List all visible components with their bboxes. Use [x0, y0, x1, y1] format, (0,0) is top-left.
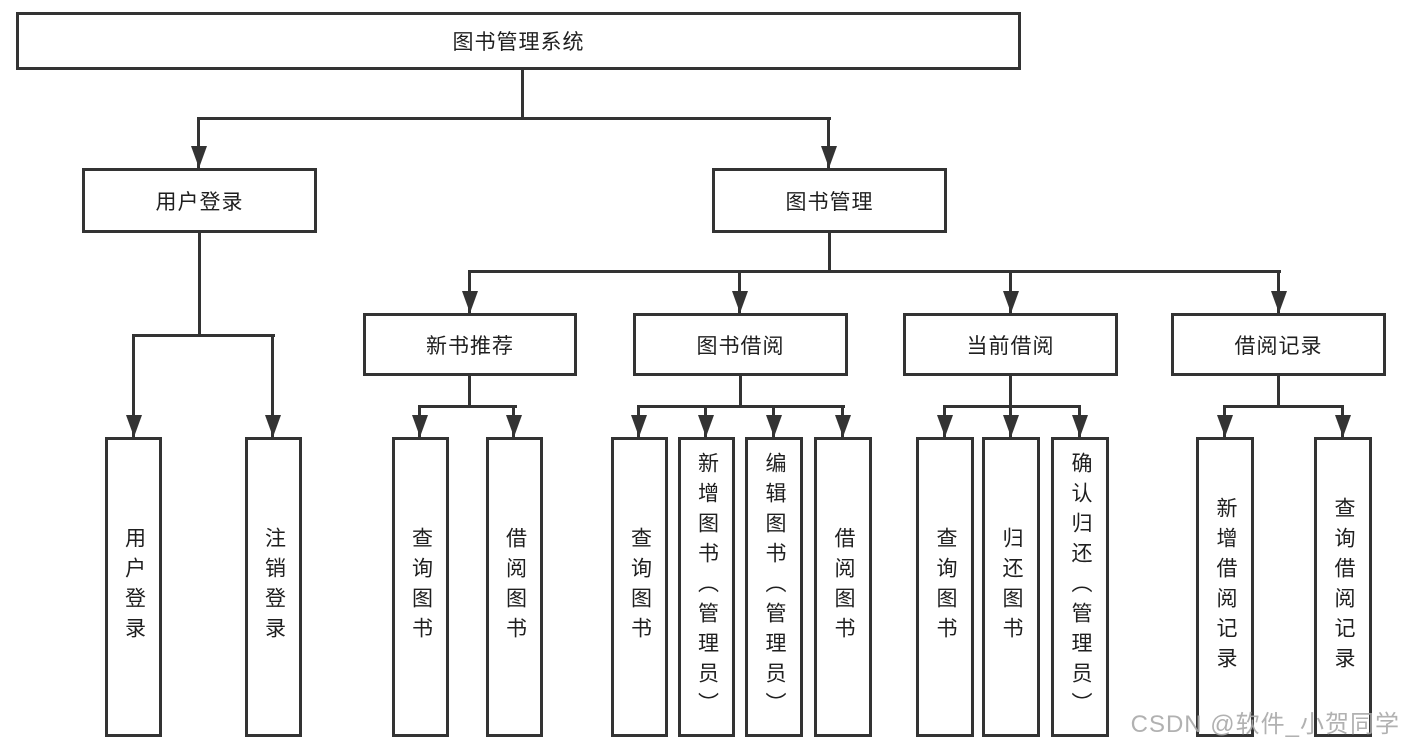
- leaf-label: 确认归还（管理员）: [1069, 452, 1092, 722]
- node-book-borrow: 图书借阅: [633, 313, 848, 376]
- node-label: 图书借阅: [696, 334, 785, 358]
- leaf-label: 编辑图书（管理员）: [763, 452, 786, 722]
- connector-login-left-drop: [132, 336, 135, 437]
- leaf-return-books: 归还图书: [982, 437, 1040, 737]
- arrow-down-icon: [1217, 415, 1233, 437]
- leaf-edit-books-admin: 编辑图书（管理员）: [745, 437, 803, 737]
- csdn-watermark: CSDN @软件_小贺同学: [1130, 711, 1400, 738]
- node-borrow-records: 借阅记录: [1171, 313, 1386, 376]
- arrow-down-icon: [937, 415, 953, 437]
- arrow-down-icon: [631, 415, 647, 437]
- connector-records-stub: [1277, 376, 1280, 407]
- arrow-down-icon: [412, 415, 428, 437]
- connector-login-right-drop: [271, 336, 274, 437]
- node-new-book-recommend: 新书推荐: [363, 313, 577, 376]
- leaf-confirm-return-admin: 确认归还（管理员）: [1051, 437, 1109, 737]
- connector-recommend-stub: [468, 376, 471, 407]
- connector-borrow-hline: [637, 405, 845, 408]
- connector-current-stub: [1009, 376, 1012, 407]
- node-label: 新书推荐: [426, 334, 514, 358]
- arrow-down-icon: [835, 415, 851, 437]
- leaf-query-books-borrow: 查询图书: [611, 437, 668, 737]
- leaf-label: 用户登录: [122, 527, 146, 647]
- connector-mgmt-hline: [468, 270, 1281, 273]
- connector-recommend-hline: [418, 405, 517, 408]
- node-label: 用户登录: [155, 190, 244, 214]
- arrow-down-icon: [1335, 415, 1351, 437]
- connector-borrow-stub: [739, 376, 742, 407]
- node-label: 借阅记录: [1234, 334, 1323, 358]
- node-root-library-system: 图书管理系统: [16, 12, 1021, 70]
- node-user-login: 用户登录: [82, 168, 317, 233]
- arrow-down-icon: [126, 415, 142, 437]
- arrow-down-icon: [1072, 415, 1088, 437]
- leaf-query-books-recommend: 查询图书: [392, 437, 449, 737]
- connector-root-left-drop: [197, 119, 200, 168]
- node-book-management: 图书管理: [712, 168, 947, 233]
- connector-mgmt-stub: [828, 233, 831, 272]
- node-label: 图书管理: [785, 190, 874, 214]
- leaf-label: 查询图书: [628, 527, 652, 647]
- arrow-down-icon: [191, 146, 207, 168]
- connector-login-stub: [198, 233, 201, 336]
- node-label: 图书管理系统: [452, 31, 585, 54]
- leaf-label: 注销登录: [262, 527, 286, 647]
- arrow-down-icon: [698, 415, 714, 437]
- leaf-label: 查询借阅记录: [1332, 497, 1355, 677]
- arrow-down-icon: [821, 146, 837, 168]
- leaf-query-books-current: 查询图书: [916, 437, 974, 737]
- leaf-add-borrow-record: 新增借阅记录: [1196, 437, 1254, 737]
- node-label: 当前借阅: [966, 334, 1055, 358]
- leaf-label: 新增借阅记录: [1214, 497, 1237, 677]
- leaf-borrow-books: 借阅图书: [814, 437, 872, 737]
- connector-records-hline: [1223, 405, 1344, 408]
- connector-login-hline: [132, 334, 275, 337]
- node-current-borrow: 当前借阅: [903, 313, 1118, 376]
- connector-current-hline: [943, 405, 1081, 408]
- arrow-down-icon: [506, 415, 522, 437]
- leaf-label: 新增图书（管理员）: [695, 452, 719, 722]
- arrow-down-icon: [1271, 291, 1287, 313]
- leaf-label: 借阅图书: [832, 527, 855, 647]
- arrow-down-icon: [766, 415, 782, 437]
- arrow-down-icon: [1003, 415, 1019, 437]
- leaf-label: 查询图书: [934, 527, 957, 647]
- arrow-down-icon: [265, 415, 281, 437]
- leaf-label: 查询图书: [409, 527, 433, 647]
- connector-root-hline: [197, 117, 831, 120]
- leaf-label: 借阅图书: [503, 527, 527, 647]
- leaf-borrow-books-recommend: 借阅图书: [486, 437, 543, 737]
- arrow-down-icon: [462, 291, 478, 313]
- leaf-logout: 注销登录: [245, 437, 302, 737]
- leaf-add-books-admin: 新增图书（管理员）: [678, 437, 735, 737]
- arrow-down-icon: [1003, 291, 1019, 313]
- leaf-user-login: 用户登录: [105, 437, 162, 737]
- leaf-label: 归还图书: [1000, 527, 1023, 647]
- arrow-down-icon: [732, 291, 748, 313]
- leaf-query-borrow-record: 查询借阅记录: [1314, 437, 1372, 737]
- connector-root-right-drop: [827, 119, 830, 168]
- connector-root-stub: [521, 70, 524, 119]
